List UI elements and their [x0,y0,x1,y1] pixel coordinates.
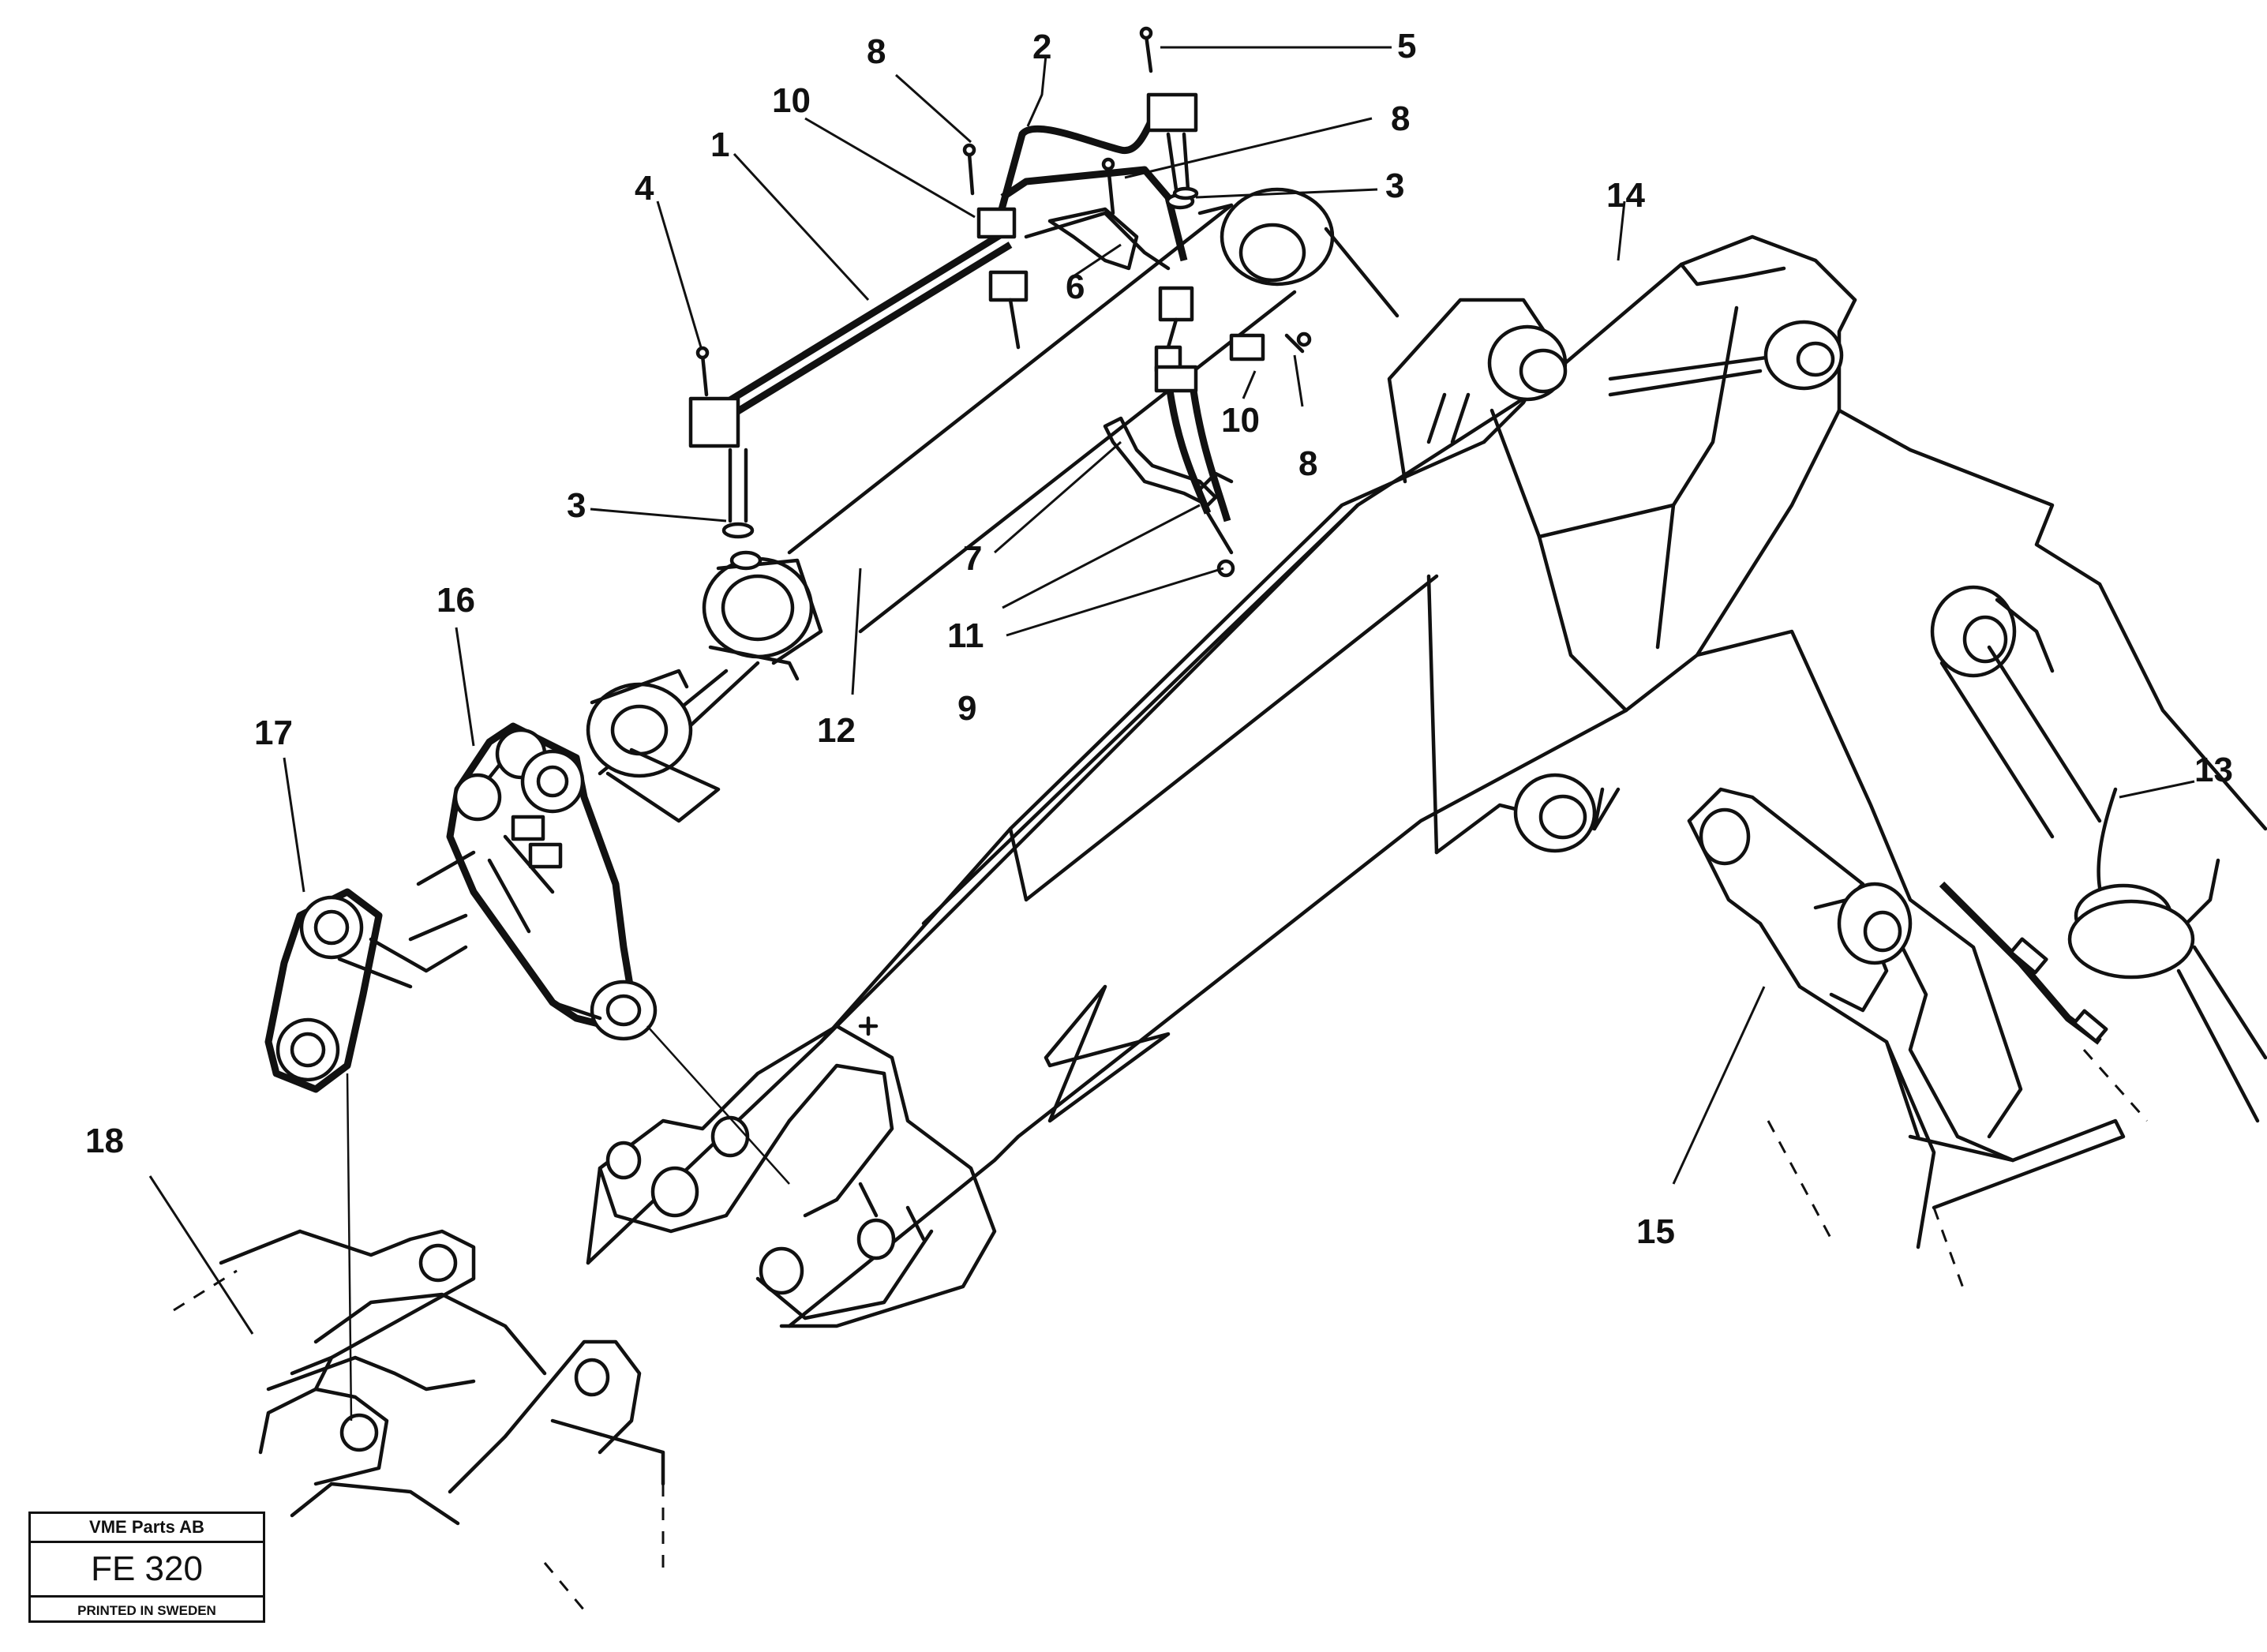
callout-16: 16 [437,581,475,620]
callout-9: 9 [957,689,976,728]
company-name: VME Parts AB [31,1514,263,1543]
callout-2: 2 [1032,28,1051,66]
callout-3-upper: 3 [1385,167,1404,205]
callout-12: 12 [817,711,856,750]
callout-3-lower: 3 [567,486,586,525]
link-rod [264,888,468,1093]
rocker-link [408,722,658,1041]
fasteners [695,26,1312,397]
callout-14: 14 [1606,176,1645,215]
callout-17: 17 [254,714,293,752]
boom-cylinder [586,187,1400,823]
callout-1: 1 [710,125,729,164]
bucket-lugs [173,1229,665,1611]
callout-18: 18 [85,1122,124,1160]
title-block: VME Parts AB FE 320 PRINTED IN SWEDEN [28,1512,265,1623]
callout-4: 4 [635,169,654,208]
hoses-and-pipes [688,92,1265,578]
callout-11: 11 [947,616,984,655]
pin-guide-lines [346,1025,790,1422]
boom [586,234,1857,1328]
callout-10-right: 10 [1221,401,1260,440]
callout-13: 13 [2194,751,2233,789]
callout-8-middle: 8 [1391,99,1410,138]
arm-assembly [1687,408,2267,1295]
callout-6: 6 [1066,268,1085,306]
callout-10-top: 10 [772,81,811,120]
drawing-code: FE 320 [31,1543,263,1598]
callout-8-top: 8 [867,32,886,71]
leader-lines [148,46,2195,1335]
callout-7: 7 [963,539,982,578]
printed-note: PRINTED IN SWEDEN [77,1603,216,1618]
callout-5: 5 [1397,27,1416,66]
callout-8-right: 8 [1298,444,1317,483]
callout-numbers: 1 2 3 3 4 5 6 7 8 8 8 9 10 10 11 12 13 1… [85,27,2233,1251]
callout-15: 15 [1636,1212,1675,1251]
